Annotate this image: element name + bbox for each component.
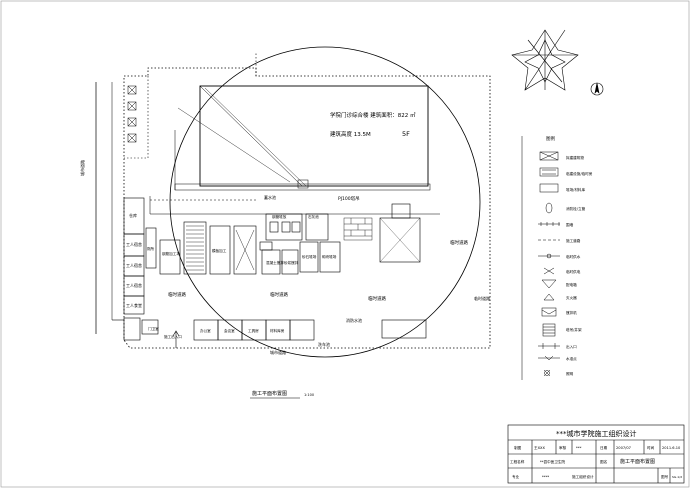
tb-check-label: 审核 [559, 445, 567, 450]
brick-stack [343, 217, 373, 241]
legend-symbols [538, 151, 560, 377]
mortar-label: 砂浆搅拌 [284, 260, 299, 265]
yards [159, 221, 257, 275]
legend-item-7: 临时供电 [566, 269, 581, 274]
toilet-label: 厕所 [147, 246, 155, 251]
office-2: 会议室 [224, 328, 235, 333]
tb-time-value: 2011.6.10 [662, 446, 681, 450]
sand-label: 砂石堆场 [302, 254, 317, 259]
tb-project-label: 工程名称 [510, 459, 525, 464]
worker-dorm-2: 工人宿舍 [126, 262, 142, 268]
legend-item-6: 临时供水 [566, 254, 581, 259]
rebar-shed [379, 203, 421, 263]
legend-item-14: 照明 [566, 371, 574, 376]
building-info-line2: 建筑高度 13.5M [330, 130, 371, 138]
crane-radius-circle [169, 46, 481, 358]
title-block [507, 424, 685, 484]
road-label-1: 临时道路 [168, 291, 186, 298]
toilet-block [145, 227, 157, 269]
road-label-5: 临时道路 [474, 295, 490, 301]
mixer-area [259, 213, 341, 275]
formwork-yard: 模板加工 [212, 248, 227, 253]
road-label-4: 临时道路 [450, 239, 468, 246]
legend-item-13: 水准点 [566, 356, 577, 361]
tb-project-value: **县中医卫生院 [540, 459, 566, 464]
road-label-2: 临时道路 [270, 291, 288, 298]
street-west-label: 城市道路 [79, 160, 85, 176]
tb-drawn-label: 制图 [514, 445, 522, 450]
legend-item-3: 消防栓/立管 [566, 206, 586, 211]
main-building: 学院门诊综合楼 建筑面积：822 ㎡ 建筑高度 13.5M 5F PJ100塔吊… [174, 85, 431, 202]
fire-label: 消防水池 [346, 317, 362, 323]
road-label-3: 临时道路 [368, 295, 386, 302]
yard-hatch [186, 225, 255, 271]
wind-rose-icon [511, 29, 579, 91]
tb-course-label: 施工组织设计 [572, 474, 594, 479]
tb-drawing-value: 施工平面布置图 [620, 458, 655, 465]
concrete-label: 混凝土搅拌 [266, 260, 284, 265]
drawing-scale: 1:100 [304, 393, 314, 397]
building-info-line1: 学院门诊综合楼 建筑面积：822 ㎡ [330, 111, 416, 119]
tb-date-value: 2007/07 [616, 446, 631, 450]
tb-sheet-value: SG-1/2 [672, 475, 682, 479]
legend-item-11: 塔吊/井架 [566, 327, 582, 332]
tb-time-label: 时间 [647, 445, 655, 450]
legend-item-5: 施工道路 [566, 238, 581, 243]
legend-title: 图例 [546, 135, 555, 142]
storage-label: 仓库 [129, 212, 137, 218]
tb-drawing-label: 图名 [600, 459, 608, 464]
tb-major-value: **** [542, 475, 549, 479]
north-arrow-icon [590, 82, 604, 96]
fence-markers [127, 85, 137, 143]
water-tank-label: 蓄水池 [264, 194, 276, 200]
legend-item-4: 围墙 [566, 222, 574, 227]
building-floors: 5F [402, 130, 410, 138]
legend-item-1: 临建设施/临时房 [566, 171, 593, 176]
wash-label: 洗车池 [318, 341, 330, 347]
office-1: 办公室 [200, 328, 211, 333]
tb-check-value: *** [576, 446, 582, 450]
canteen-label: 工人食堂 [126, 302, 142, 308]
left-column [123, 197, 145, 315]
scaffold-label: 钢管堆放 [272, 214, 287, 219]
street-label: 城市道路 [270, 349, 286, 355]
legend-item-2: 堆场/材料库 [566, 187, 586, 192]
entrance-arrow [172, 330, 180, 348]
rebar-yard: 钢筋加工场 [162, 251, 180, 256]
tb-major-label: 专业 [512, 474, 520, 479]
south-offices [123, 317, 427, 341]
worker-dorm-1: 工人宿舍 [126, 241, 142, 247]
legend-item-0: 拟建建筑物 [566, 155, 584, 160]
gate-guard: 门卫室 [148, 326, 159, 331]
drawing-title: 施工平面布置图 [252, 390, 287, 397]
tb-date-label: 日期 [600, 445, 608, 450]
legend: 图例 拟建建筑物 临建设施/临时房 堆场/材料库 消防栓/立管 围墙 施工道路 … [521, 135, 593, 380]
legend-item-10: 搅拌机 [566, 310, 577, 315]
worker-dorm-3: 工人宿舍 [126, 282, 142, 288]
site-wall [123, 67, 491, 349]
entrance-label: 施工出入口 [164, 334, 182, 339]
tb-sheet-label: 图号 [661, 474, 669, 479]
lime-label: 石灰池 [308, 214, 319, 219]
brick-label: 砌块堆场 [322, 254, 337, 259]
tb-drawn-value: 王XXX [534, 446, 546, 450]
legend-item-8: 配电箱 [566, 282, 577, 287]
office-3: 工具房 [248, 328, 259, 333]
office-4: 材料库房 [270, 328, 285, 333]
legend-item-9: 灭火器 [566, 295, 577, 300]
crane-label: PJ100塔吊 [338, 195, 360, 202]
legend-item-12: 出入口 [566, 344, 577, 349]
tb-school: ***城市学院施工组织设计 [556, 429, 637, 438]
